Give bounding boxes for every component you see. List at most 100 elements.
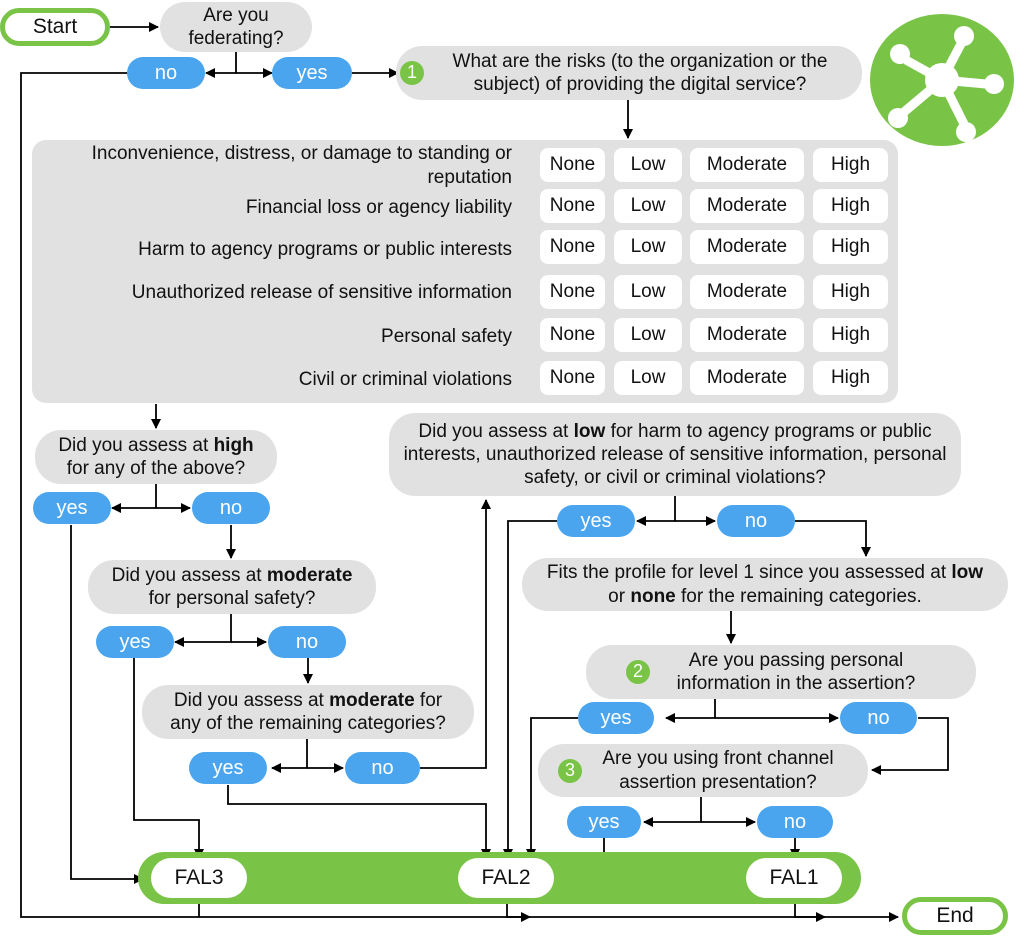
- risk-level-option[interactable]: Moderate: [690, 189, 804, 223]
- answer-label: yes: [600, 706, 632, 729]
- step2-yes-button[interactable]: yes: [578, 702, 654, 734]
- text-pre: Did you assess at: [173, 689, 330, 711]
- mod-remaining-no-button[interactable]: no: [345, 752, 420, 784]
- fal2-label: FAL2: [481, 866, 531, 890]
- question-step3-front-channel[interactable]: 3 Are you using front channel assertion …: [538, 744, 868, 797]
- low-yes-button[interactable]: yes: [557, 505, 635, 537]
- risk-level-option[interactable]: Moderate: [690, 230, 804, 264]
- risk-level-option[interactable]: Moderate: [690, 275, 804, 309]
- step3-no-button[interactable]: no: [757, 806, 833, 838]
- answer-label: no: [371, 756, 394, 779]
- step2-text: Are you passing personal information in …: [676, 649, 916, 694]
- end-terminal[interactable]: End: [902, 897, 1008, 935]
- step-2-badge: 2: [626, 660, 650, 684]
- risk-level-option[interactable]: Low: [614, 361, 682, 395]
- question-step2-personal-info[interactable]: 2 Are you passing personal information i…: [586, 645, 976, 699]
- question-moderate-personal-safety[interactable]: Did you assess at moderate for personal …: [88, 560, 376, 614]
- text-pre: Fits the profile for level 1 since you a…: [546, 562, 952, 584]
- low-no-button[interactable]: no: [717, 505, 795, 537]
- answer-label: yes: [588, 810, 620, 833]
- answer-label: no: [154, 61, 178, 84]
- answer-label: no: [744, 509, 768, 532]
- text-bold: low: [573, 420, 606, 442]
- risk-level-option[interactable]: Low: [614, 318, 682, 352]
- answer-label: yes: [296, 61, 328, 84]
- question-moderate-safety-text: Did you assess at moderate for personal …: [102, 564, 362, 610]
- text-pre: Did you assess at: [111, 564, 267, 586]
- risk-level-option[interactable]: Moderate: [690, 361, 804, 395]
- risk-level-option[interactable]: Moderate: [690, 148, 804, 182]
- federating-no-button[interactable]: no: [127, 57, 205, 89]
- risk-level-option[interactable]: None: [540, 275, 605, 309]
- step-3-badge: 3: [558, 758, 582, 783]
- step-1-badge: 1: [400, 61, 424, 85]
- risk-category-label: Civil or criminal violations: [298, 369, 512, 390]
- answer-label: yes: [212, 756, 244, 779]
- text-bold: moderate: [329, 689, 415, 711]
- question-assess-low-text: Did you assess at low for harm to agency…: [403, 420, 947, 490]
- risk-level-option[interactable]: Low: [614, 148, 682, 182]
- text-post: for the remaining categories.: [675, 585, 922, 607]
- risk-level-option[interactable]: None: [540, 230, 605, 264]
- mod-safety-yes-button[interactable]: yes: [96, 626, 174, 658]
- text-bold: low: [951, 562, 984, 584]
- risk-level-option[interactable]: High: [813, 318, 888, 352]
- answer-label: yes: [580, 509, 612, 532]
- mod-safety-no-button[interactable]: no: [268, 626, 346, 658]
- risk-level-option[interactable]: Moderate: [690, 318, 804, 352]
- risk-level-option[interactable]: None: [540, 189, 605, 223]
- text-post: for any of the above?: [66, 458, 246, 479]
- text-bold: high: [213, 434, 254, 456]
- answer-label: no: [295, 630, 319, 653]
- risk-level-option[interactable]: None: [540, 318, 605, 352]
- arrow-federating-no: [205, 52, 237, 78]
- answer-label: yes: [119, 630, 151, 653]
- high-yes-button[interactable]: yes: [33, 492, 111, 524]
- question-moderate-remaining-text: Did you assess at moderate for any of th…: [156, 689, 460, 735]
- outcome-fal3[interactable]: FAL3: [151, 858, 247, 898]
- risk-level-option[interactable]: Low: [614, 189, 682, 223]
- risk-level-option[interactable]: High: [813, 189, 888, 223]
- step3-yes-button[interactable]: yes: [567, 806, 641, 838]
- outcome-fal2[interactable]: FAL2: [458, 858, 554, 898]
- level1-profile-statement: Fits the profile for level 1 since you a…: [522, 558, 1008, 611]
- text-bold: moderate: [266, 564, 353, 586]
- arrow-high-yes-to-fal3: [70, 525, 144, 884]
- risk-level-option[interactable]: High: [813, 361, 888, 395]
- risk-level-option[interactable]: High: [813, 230, 888, 264]
- federating-yes-button[interactable]: yes: [272, 57, 352, 89]
- risk-level-option[interactable]: Low: [614, 230, 682, 264]
- risk-category-label: Personal safety: [381, 326, 512, 347]
- network-hub-icon: [870, 14, 1014, 146]
- risk-category-label: Financial loss or agency liability: [245, 197, 512, 218]
- answer-label: no: [867, 706, 890, 729]
- step2-no-button[interactable]: no: [840, 702, 917, 734]
- question-assess-low[interactable]: Did you assess at low for harm to agency…: [389, 413, 961, 496]
- text-bold: none: [630, 585, 676, 607]
- text-post: for any of the remaining categories?: [170, 689, 446, 734]
- question-federating[interactable]: Are you federating?: [160, 2, 312, 52]
- mod-remaining-yes-button[interactable]: yes: [189, 752, 267, 784]
- high-no-button[interactable]: no: [192, 492, 270, 524]
- start-terminal[interactable]: Start: [0, 8, 110, 46]
- risk-level-option[interactable]: None: [540, 361, 605, 395]
- risk-level-option[interactable]: None: [540, 148, 605, 182]
- question-assess-high[interactable]: Did you assess at high for any of the ab…: [35, 430, 277, 484]
- risk-level-option[interactable]: High: [813, 275, 888, 309]
- fal3-label: FAL3: [174, 866, 224, 890]
- question-moderate-remaining[interactable]: Did you assess at moderate for any of th…: [142, 685, 474, 739]
- risk-level-option[interactable]: High: [813, 148, 888, 182]
- arrow-modsafety-yes-to-fal3: [133, 658, 204, 859]
- answer-label: no: [783, 810, 807, 833]
- risk-category-label: Harm to agency programs or public intere…: [138, 239, 512, 260]
- question-step1-risks[interactable]: 1 What are the risks (to the organizatio…: [396, 46, 862, 100]
- fal1-label: FAL1: [769, 866, 819, 890]
- outcome-fal1[interactable]: FAL1: [746, 858, 842, 898]
- step1-text: What are the risks (to the organization …: [452, 50, 828, 95]
- arrow-federating-no-to-end: [20, 72, 899, 922]
- answer-label: yes: [56, 496, 88, 519]
- text-post: for personal safety?: [148, 588, 316, 609]
- risk-level-option[interactable]: Low: [614, 275, 682, 309]
- start-label: Start: [32, 15, 78, 39]
